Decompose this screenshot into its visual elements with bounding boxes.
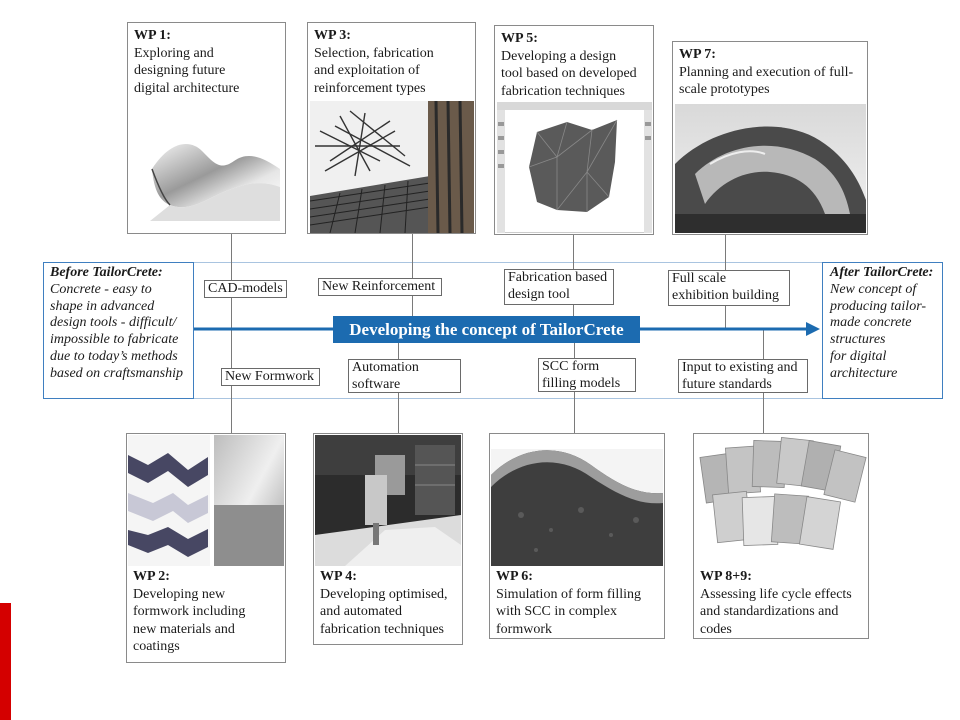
after-frame (822, 262, 943, 399)
before-line: Concrete - easy to (50, 281, 152, 297)
before-title: Before TailorCrete: (50, 265, 163, 280)
wp4-title: WP 4: (320, 569, 357, 584)
before-frame (43, 262, 194, 399)
wp5-title: WP 5: (501, 31, 538, 46)
label-text: filling models (542, 375, 621, 391)
label-text: exhibition building (672, 287, 779, 303)
label-text: Fabrication based (508, 270, 608, 285)
label-text: CAD-models (208, 281, 283, 296)
label-text: design tool (508, 286, 570, 302)
label-text: New Formwork (225, 369, 315, 384)
wp1-line: Exploring and (134, 45, 214, 61)
label-text: SCC form (542, 359, 600, 374)
wp1-title: WP 1: (134, 28, 171, 43)
after-line: New concept of (830, 281, 917, 297)
wp7-title: WP 7: (679, 47, 716, 62)
wp7-line: Planning and execution of full- (679, 64, 854, 80)
wp89-line: codes (700, 621, 732, 637)
wp89-text: WP 8+9: Assessing life cycle effects and… (700, 568, 864, 638)
label-text: software (352, 376, 401, 392)
wp4-box: WP 4: Developing optimised, and automate… (313, 433, 463, 645)
prototype-image (675, 104, 866, 233)
new-formwork-label: New Formwork (221, 368, 320, 386)
wp89-line: and standardizations and (700, 604, 839, 619)
wp6-line: formwork (496, 621, 552, 637)
before-text: Before TailorCrete: Concrete - easy to s… (50, 265, 200, 383)
wp6-line: with SCC in complex (496, 604, 617, 619)
wp3-line: Selection, fabrication (314, 45, 434, 61)
wp4-line: fabrication techniques (320, 621, 445, 637)
wp89-title: WP 8+9: (700, 569, 752, 584)
wp7-box: WP 7: Planning and execution of full- sc… (672, 41, 868, 235)
wp6-box: WP 6: Simulation of form filling with SC… (489, 433, 665, 639)
wp1-line: designing future (134, 63, 226, 78)
robot-image (315, 435, 461, 566)
wp6-title: WP 6: (496, 569, 533, 584)
after-line: producing tailor- (830, 298, 927, 314)
wp89-box: WP 8+9: Assessing life cycle effects and… (693, 433, 869, 639)
after-line: for digital (830, 348, 887, 364)
design-tool-image (497, 102, 652, 233)
wp2-box: WP 2: Developing new formwork including … (126, 433, 286, 663)
reinforcement-image (310, 101, 474, 233)
wp3-line: reinforcement types (314, 80, 426, 96)
automation-software-label: Automation software (348, 359, 461, 393)
label-text: Input to existing and (682, 360, 798, 375)
wp3-title: WP 3: (314, 28, 351, 43)
wp5-line: fabrication techniques (501, 83, 626, 99)
label-text: New Reinforcement (322, 279, 436, 294)
before-line: impossible to fabricate (50, 332, 179, 348)
wp7-text: WP 7: Planning and execution of full- sc… (679, 46, 863, 99)
wp2-line: formwork including (133, 604, 246, 619)
wp7-line: scale prototypes (679, 82, 770, 97)
wp89-line: Assessing life cycle effects (700, 586, 852, 602)
center-band-frame (194, 262, 822, 399)
formwork-image (128, 435, 284, 566)
wp6-line: Simulation of form filling (496, 586, 642, 602)
after-line: made concrete (830, 315, 912, 331)
wp5-line: tool based on developed (501, 66, 637, 81)
red-accent-bar (0, 603, 11, 720)
standards-input-label: Input to existing and future standards (678, 359, 808, 393)
before-line: shape in advanced (50, 298, 155, 314)
wp4-line: Developing optimised, (320, 586, 448, 602)
wp5-line: Developing a design (501, 48, 617, 64)
wp1-line: digital architecture (134, 80, 240, 96)
design-tool-label: Fabrication based design tool (504, 269, 614, 305)
new-reinforcement-label: New Reinforcement (318, 278, 442, 296)
wp3-text: WP 3: Selection, fabrication and exploit… (314, 27, 471, 97)
wp5-box: WP 5: Developing a design tool based on … (494, 25, 654, 235)
label-text: Full scale (672, 271, 727, 286)
wp1-box: WP 1: Exploring and designing future dig… (127, 22, 286, 234)
wp2-title: WP 2: (133, 569, 170, 584)
wp4-text: WP 4: Developing optimised, and automate… (320, 568, 458, 638)
cad-models-label: CAD-models (204, 280, 287, 298)
label-text: Automation (352, 360, 419, 375)
wp3-box: WP 3: Selection, fabrication and exploit… (307, 22, 476, 234)
before-line: design tools - difficult/ (50, 315, 177, 331)
scc-form-filling-label: SCC form filling models (538, 358, 636, 392)
form-filling-image (491, 435, 663, 566)
wp5-text: WP 5: Developing a design tool based on … (501, 30, 649, 100)
wp1-text: WP 1: Exploring and designing future dig… (134, 27, 281, 97)
wp4-line: and automated (320, 604, 403, 619)
exhibition-building-label: Full scale exhibition building (668, 270, 790, 306)
wp2-text: WP 2: Developing new formwork including … (133, 568, 281, 656)
before-line: based on craftsmanship (50, 365, 183, 381)
label-text: future standards (682, 376, 772, 392)
wp3-line: and exploitation of (314, 63, 420, 78)
wp6-text: WP 6: Simulation of form filling with SC… (496, 568, 660, 638)
cad-surface-image (130, 121, 284, 233)
after-title: After TailorCrete: (830, 265, 934, 280)
wp2-line: coatings (133, 639, 180, 654)
band-title: Developing the concept of TailorCrete (333, 316, 640, 343)
documents-image (695, 435, 867, 566)
after-text: After TailorCrete: New concept of produc… (830, 265, 942, 383)
after-line: structures (830, 332, 886, 348)
wp2-line: new materials and (133, 621, 235, 637)
after-line: architecture (830, 365, 898, 381)
wp2-line: Developing new (133, 586, 226, 602)
before-line: due to today’s methods (50, 348, 178, 364)
